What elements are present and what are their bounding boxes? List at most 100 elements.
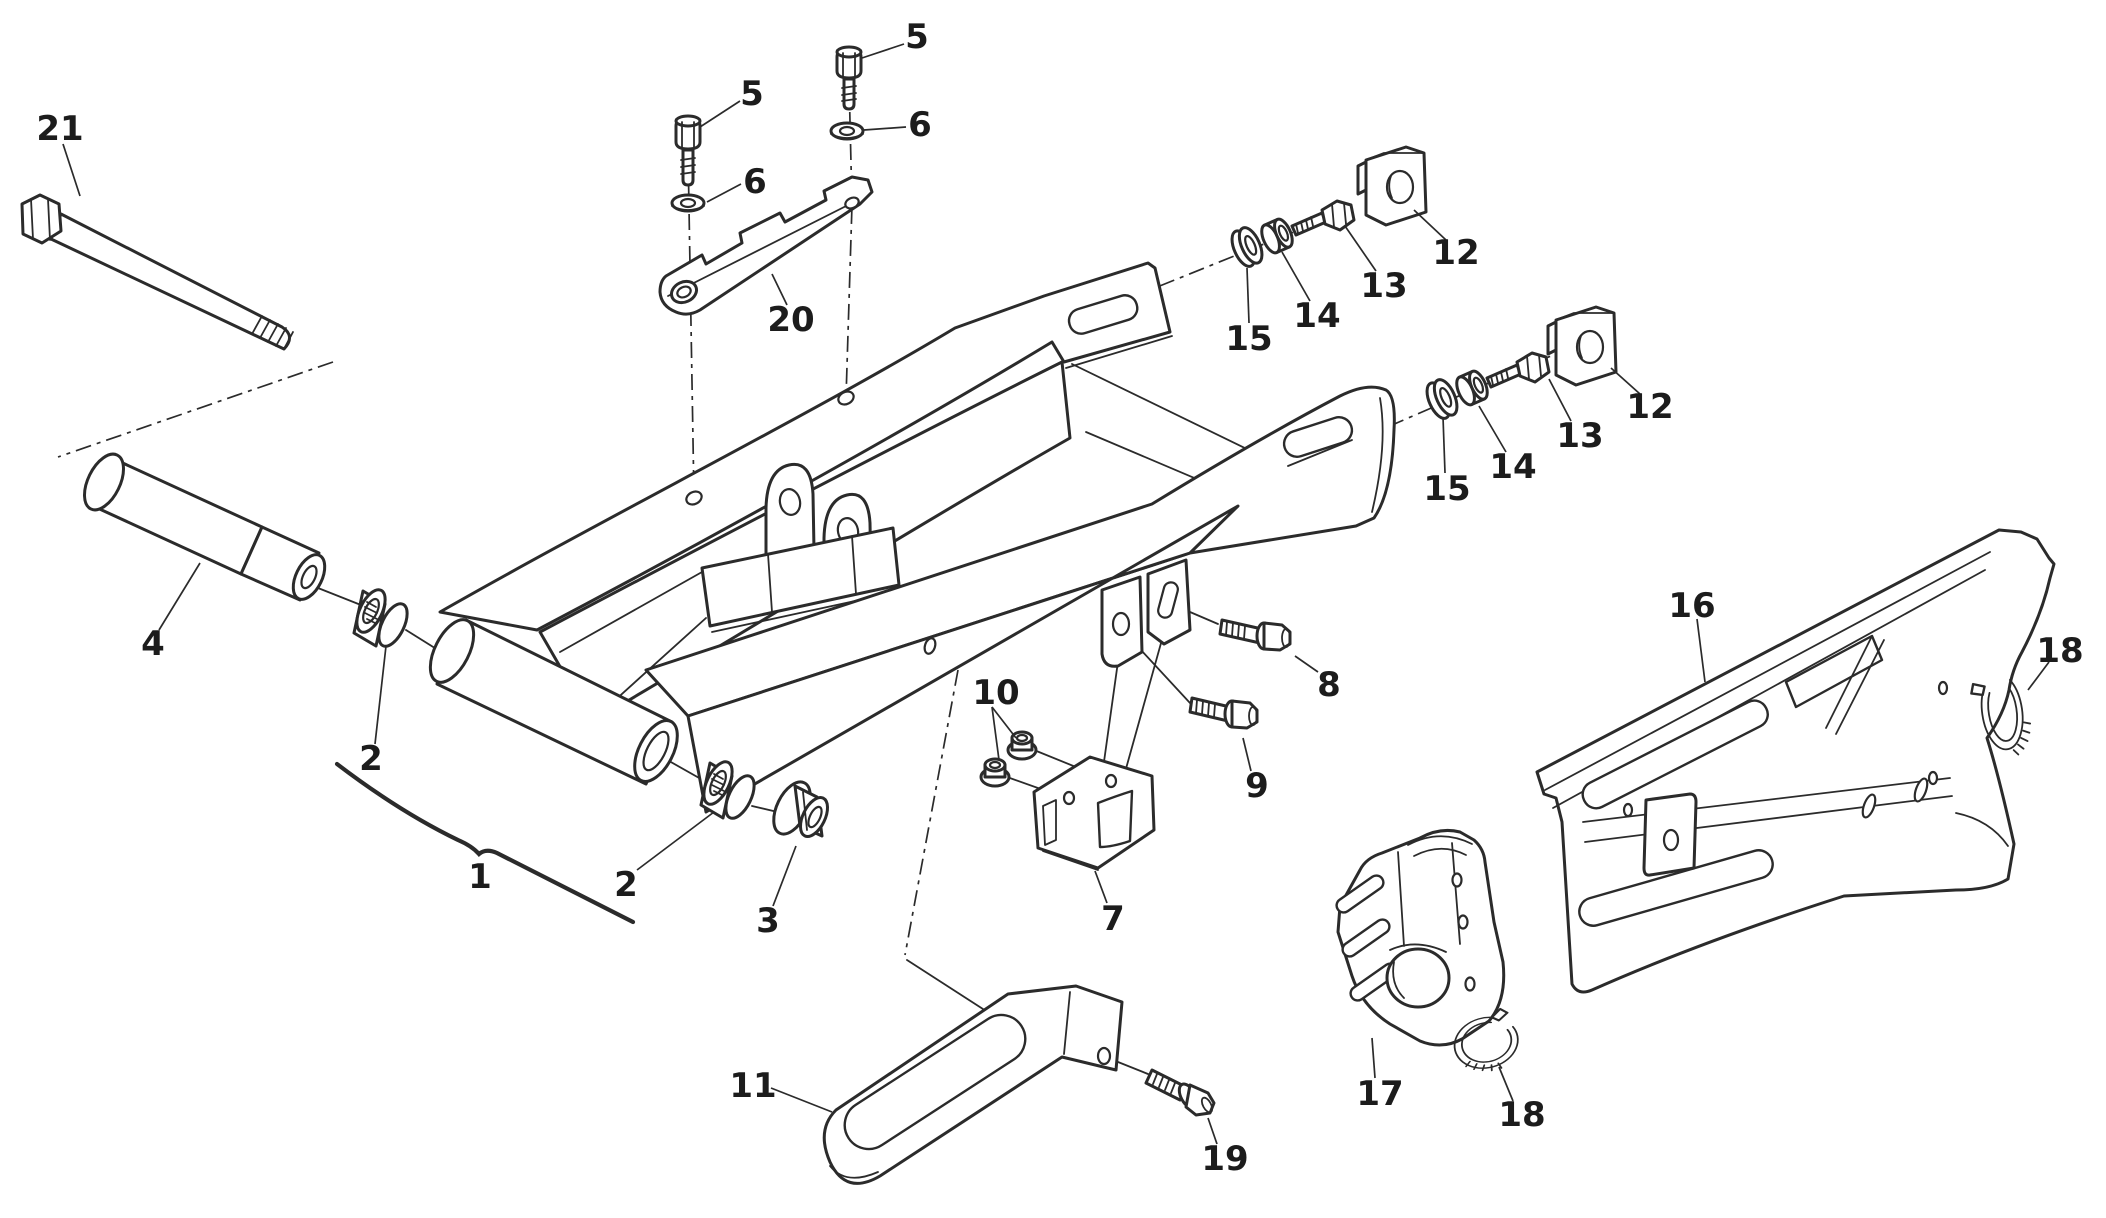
leader-line-part-9 bbox=[1242, 737, 1252, 772]
adjuster-block-12 bbox=[1546, 305, 1618, 387]
pivot-spacer-4 bbox=[83, 452, 327, 602]
callout-part-10: 10 bbox=[972, 673, 1019, 713]
far-arm-top bbox=[438, 261, 1172, 632]
slider-bolt-5-right bbox=[835, 45, 863, 111]
callout-part-13: 13 bbox=[1360, 266, 1407, 306]
bolt-hex-head bbox=[20, 193, 63, 245]
callout-part-15: 15 bbox=[1225, 319, 1272, 359]
leader-line-part-8 bbox=[1294, 655, 1319, 673]
callout-part-21: 21 bbox=[36, 109, 83, 149]
adjuster-block-12 bbox=[1356, 145, 1428, 227]
callout-part-6: 6 bbox=[908, 105, 932, 145]
callout-part-5: 5 bbox=[740, 74, 764, 114]
upper-chain-slider-20 bbox=[658, 175, 874, 316]
needle-bearing-2-front bbox=[352, 588, 409, 648]
callout-part-20: 20 bbox=[767, 300, 814, 340]
chain-guard-16 bbox=[1535, 528, 2056, 994]
leader-line-part-2 bbox=[374, 645, 387, 745]
leader-line-part-13 bbox=[1344, 225, 1377, 272]
leader-line-part-4 bbox=[158, 562, 201, 631]
buffer-bolt-19 bbox=[1144, 1068, 1216, 1117]
callout-part-9: 9 bbox=[1245, 766, 1269, 806]
guide-nut-10-b bbox=[979, 757, 1011, 788]
cross-brace bbox=[700, 526, 901, 628]
leader-line-part-14 bbox=[1281, 251, 1311, 302]
sprocket-guard-17 bbox=[1335, 829, 1506, 1047]
callout-part-4: 4 bbox=[141, 624, 165, 664]
leader-line-part-5 bbox=[861, 43, 905, 59]
callout-part-5: 5 bbox=[905, 17, 929, 57]
callout-part-7: 7 bbox=[1101, 899, 1125, 939]
bolt-13 bbox=[1290, 199, 1356, 237]
callout-part-3: 3 bbox=[756, 901, 780, 941]
leader-line-part-12 bbox=[1610, 367, 1641, 395]
leader-line-part-10 bbox=[991, 706, 1000, 761]
adjuster-set-upper bbox=[1230, 145, 1428, 268]
guide-bolt-9 bbox=[1188, 696, 1259, 730]
guard-clip-18-right bbox=[1970, 679, 2032, 756]
chain-buffer-11 bbox=[822, 984, 1124, 1185]
guard-boss bbox=[1385, 947, 1451, 1009]
slider-bolt-5-left bbox=[674, 114, 702, 187]
bolt-shaft bbox=[49, 212, 291, 351]
leader-line-part-5 bbox=[699, 100, 741, 128]
callout-part-13: 13 bbox=[1556, 416, 1603, 456]
axle-slot-lower bbox=[1282, 416, 1354, 458]
leader-line-part-19 bbox=[1207, 1117, 1218, 1145]
leader-line-part-14 bbox=[1478, 405, 1507, 453]
leader-line-part-15 bbox=[1442, 416, 1446, 474]
shock-lug-1 bbox=[764, 462, 816, 572]
buffer-slot bbox=[843, 1013, 1027, 1151]
callout-part-14: 14 bbox=[1489, 447, 1536, 487]
washer-15 bbox=[1425, 378, 1459, 420]
leader-line-part-12 bbox=[1413, 209, 1447, 241]
callout-part-18: 18 bbox=[1498, 1095, 1545, 1135]
leader-line-part-20 bbox=[771, 273, 788, 306]
leader-line-part-13 bbox=[1548, 378, 1572, 422]
callout-part-19: 19 bbox=[1201, 1139, 1248, 1179]
leader-line-part-7 bbox=[1094, 870, 1108, 904]
guide-bolt-8 bbox=[1218, 618, 1292, 652]
callout-part-11: 11 bbox=[729, 1066, 776, 1106]
spacer-head bbox=[83, 452, 125, 512]
leader-line-part-3 bbox=[772, 845, 797, 907]
guard-window-3 bbox=[1578, 849, 1774, 927]
callout-part-16: 16 bbox=[1668, 586, 1715, 626]
callout-part-12: 12 bbox=[1432, 233, 1479, 273]
slider-mount-hole-right bbox=[837, 390, 855, 406]
washer-15 bbox=[1230, 226, 1264, 268]
nut-14 bbox=[1260, 217, 1294, 255]
leader-line-part-6 bbox=[863, 126, 907, 131]
centerline-chain-slider bbox=[904, 669, 959, 956]
adjuster-set-lower bbox=[1425, 305, 1618, 420]
near-arm-side bbox=[686, 504, 1240, 814]
guard-clip-18-bottom bbox=[1453, 1007, 1519, 1072]
needle-bearing-2-rear bbox=[699, 760, 756, 820]
callout-part-12: 12 bbox=[1626, 387, 1673, 427]
callout-part-2: 2 bbox=[359, 739, 383, 779]
leader-line-part-18 bbox=[1498, 1066, 1514, 1102]
swingarm-body-1 bbox=[428, 261, 1396, 814]
leader-line-part-16 bbox=[1696, 618, 1706, 683]
pivot-bolt-21 bbox=[20, 193, 294, 351]
leader-line-part-18 bbox=[2027, 661, 2050, 691]
axle-slot-upper bbox=[1067, 294, 1139, 335]
nut-14 bbox=[1455, 369, 1489, 407]
bolt-13 bbox=[1485, 351, 1551, 389]
callout-part-18: 18 bbox=[2036, 631, 2083, 671]
callout-part-1: 1 bbox=[468, 857, 492, 897]
chain-guide-7 bbox=[1032, 755, 1156, 871]
callout-part-8: 8 bbox=[1317, 665, 1341, 705]
leader-line-part-15 bbox=[1246, 267, 1250, 324]
buffer-mount-hole bbox=[923, 637, 937, 655]
leader-line-part-10 bbox=[991, 706, 1017, 739]
leader-line-part-21 bbox=[62, 143, 81, 197]
callout-part-15: 15 bbox=[1423, 469, 1470, 509]
guard-window-1 bbox=[1581, 699, 1769, 810]
centerline-pivot-bolt bbox=[57, 361, 334, 458]
callout-part-6: 6 bbox=[743, 162, 767, 202]
slider-washer-6-right bbox=[829, 121, 865, 141]
